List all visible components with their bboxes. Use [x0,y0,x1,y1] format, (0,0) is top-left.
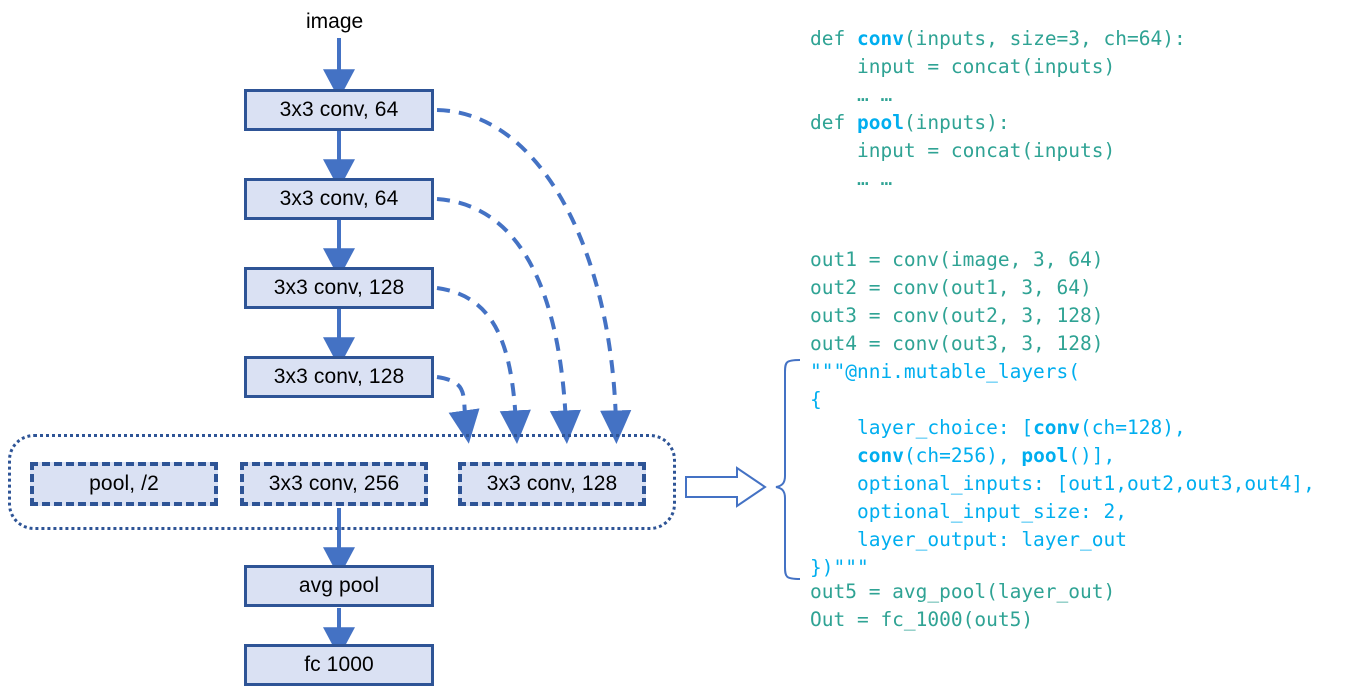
code-token: (ch=128), [1080,416,1186,439]
node-conv2[interactable]: 3x3 conv, 64 [244,178,434,220]
code-calls-line-4: out4 = conv(out3, 3, 128) [810,330,1104,358]
node-conv2-label: 3x3 conv, 64 [279,187,399,210]
code-block-mutable-layers: """@nni.mutable_layers( { layer_choice: [… [810,358,1315,582]
code-defs-line-5: input = concat(inputs) [810,137,1186,165]
code-token: conv [856,27,904,50]
choice-option-pool[interactable]: pool, /2 [30,462,218,506]
code-token: input = concat(inputs) [810,139,1116,162]
node-conv4[interactable]: 3x3 conv, 128 [244,356,434,398]
code-calls-line-3: out3 = conv(out2, 3, 128) [810,302,1104,330]
code-token: out4 = conv(out3, 3, 128) [810,332,1104,355]
choice-option-conv128[interactable]: 3x3 conv, 128 [458,462,646,506]
code-token: optional_inputs: [out1,out2,out3,out4], [810,472,1315,495]
skip-arc-conv1 [436,108,632,444]
code-defs-line-4: def pool(inputs): [810,109,1186,137]
code-token: optional_input_size: 2, [810,500,1127,523]
code-output-line-1: out5 = avg_pool(layer_out) [810,578,1115,606]
code-brace [775,359,801,580]
code-token: conv [1033,416,1081,439]
choice-option-conv128-label: 3x3 conv, 128 [486,472,618,495]
code-token: (inputs): [903,111,1010,134]
skip-arc-conv4 [436,375,480,444]
code-token: """@nni.mutable_layers( [810,360,1081,383]
code-token [810,444,857,467]
choice-option-conv256[interactable]: 3x3 conv, 256 [240,462,428,506]
code-mutable-line-6: optional_input_size: 2, [810,498,1315,526]
code-mutable-line-5: optional_inputs: [out1,out2,out3,out4], [810,470,1315,498]
skip-arc-conv3 [436,286,531,444]
code-mutable-line-8: })""" [810,554,1315,582]
code-block-output: out5 = avg_pool(layer_out) Out = fc_1000(… [810,578,1115,634]
code-token: out2 = conv(out1, 3, 64) [810,276,1092,299]
code-token: Out = fc_1000(out5) [810,608,1034,631]
code-mutable-line-2: { [810,386,1315,414]
mutable-layer-group [8,434,676,530]
code-output-line-2: Out = fc_1000(out5) [810,606,1115,634]
node-conv3[interactable]: 3x3 conv, 128 [244,267,434,309]
choice-option-pool-label: pool, /2 [89,472,159,495]
code-token: def [810,111,857,134]
code-token: pool [1021,444,1069,467]
transform-arrow-icon [685,466,767,508]
code-token: def [810,27,857,50]
node-conv3-label: 3x3 conv, 128 [273,276,405,299]
code-token: out5 = avg_pool(layer_out) [810,580,1116,603]
code-token: … … [810,83,893,106]
choice-option-conv256-label: 3x3 conv, 256 [268,472,400,495]
code-token: out1 = conv(image, 3, 64) [810,248,1104,271]
code-token: { [810,388,822,411]
code-token: layer_choice: [ [810,416,1034,439]
code-token: conv [856,444,904,467]
code-block-function-defs: def conv(inputs, size=3, ch=64): input =… [810,25,1186,193]
code-mutable-line-3: layer_choice: [conv(ch=128), [810,414,1315,442]
node-conv1-label: 3x3 conv, 64 [279,98,399,121]
code-token: out3 = conv(out2, 3, 128) [810,304,1104,327]
node-avg-pool[interactable]: avg pool [244,565,434,607]
node-fc-1000[interactable]: fc 1000 [244,644,434,686]
code-block-forward-calls: out1 = conv(image, 3, 64) out2 = conv(out… [810,246,1104,358]
code-token: pool [856,111,904,134]
code-mutable-line-7: layer_output: layer_out [810,526,1315,554]
node-conv1[interactable]: 3x3 conv, 64 [244,89,434,131]
code-token: (inputs, size=3, ch=64): [903,27,1186,50]
code-defs-line-3: … … [810,81,1186,109]
code-token: ()], [1068,444,1116,467]
code-mutable-line-4: conv(ch=256), pool()], [810,442,1315,470]
code-calls-line-1: out1 = conv(image, 3, 64) [810,246,1104,274]
node-avg-pool-label: avg pool [298,574,380,597]
code-token: … … [810,167,893,190]
code-defs-line-1: def conv(inputs, size=3, ch=64): [810,25,1186,53]
skip-connections [436,108,632,444]
input-label: image [306,10,364,33]
code-token: })""" [810,556,869,579]
code-defs-line-6: … … [810,165,1186,193]
code-token: input = concat(inputs) [810,55,1116,78]
code-calls-line-2: out2 = conv(out1, 3, 64) [810,274,1104,302]
code-mutable-line-1: """@nni.mutable_layers( [810,358,1315,386]
code-token: (ch=256), [903,444,1022,467]
node-conv4-label: 3x3 conv, 128 [273,365,405,388]
skip-arc-conv2 [436,197,581,444]
code-defs-line-2: input = concat(inputs) [810,53,1186,81]
node-fc-1000-label: fc 1000 [304,653,374,676]
code-token: layer_output: layer_out [810,528,1127,551]
